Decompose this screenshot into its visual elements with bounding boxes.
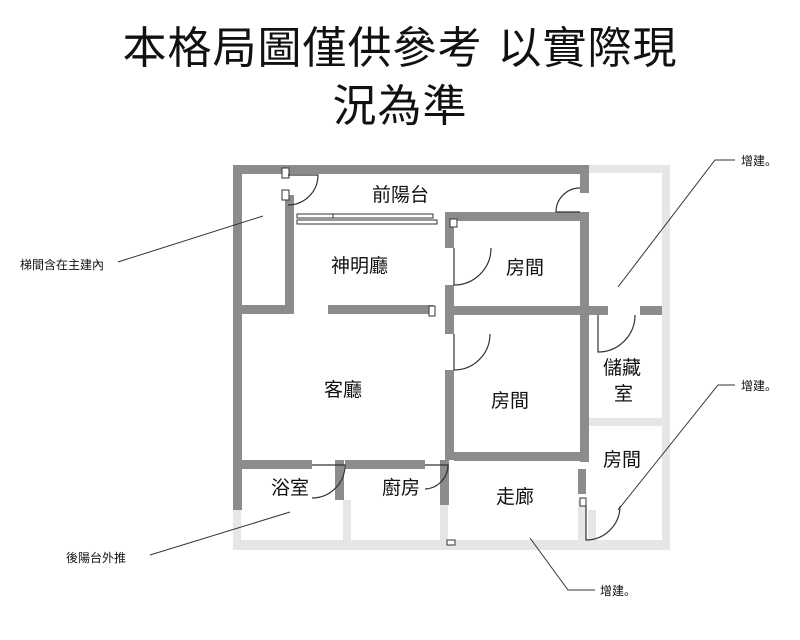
door-swing-bedroom-middle	[453, 333, 491, 371]
leader-rear-balcony	[149, 511, 291, 556]
annotation-extension-middle: 增建。	[741, 379, 777, 393]
leader-extension-top	[617, 159, 735, 288]
leader-lines	[117, 159, 735, 591]
annotation-extension-bottom: 增建。	[600, 584, 636, 598]
room-label-bedroom-middle: 房間	[491, 390, 529, 412]
room-label-kitchen: 廚房	[382, 476, 420, 499]
door-swing-storage	[597, 314, 636, 353]
door-swing-balcony-right	[555, 187, 581, 213]
door-swing-entry	[287, 174, 319, 206]
wall-posts	[281, 167, 587, 546]
room-label-living-room: 客廳	[324, 379, 362, 401]
sliding-door-tracks	[296, 213, 438, 225]
door-swing-bathroom	[311, 464, 346, 499]
door-swings	[287, 174, 636, 541]
room-label-bedroom-right: 房間	[603, 449, 641, 471]
leader-extension-middle	[617, 384, 735, 511]
room-label-storage-1: 儲藏	[603, 357, 641, 379]
room-label-shrine-hall: 神明廳	[331, 255, 388, 277]
room-label-bedroom-top: 房間	[506, 257, 544, 279]
annotation-extension-top: 增建。	[741, 154, 777, 168]
annotation-stairs: 梯間含在主建內	[20, 257, 104, 272]
main-walls	[233, 165, 662, 510]
door-swing-bedroom-top	[453, 247, 492, 286]
room-labels: 前陽台 神明廳 房間 客廳 房間 儲藏 室 房間 浴室 廚房 走廊	[271, 184, 641, 508]
annotation-labels: 梯間含在主建內 後陽台外推 增建。 增建。 增建。	[20, 154, 777, 598]
room-label-front-balcony: 前陽台	[372, 184, 429, 206]
room-label-corridor: 走廊	[496, 486, 534, 508]
annotation-rear-balcony: 後陽台外推	[66, 550, 126, 565]
door-swing-kitchen	[424, 464, 449, 490]
door-swing-corridor	[585, 505, 621, 541]
leader-stairs	[117, 215, 264, 263]
disclaimer-title-line-1: 本格局圖僅供參考 以實際現	[122, 23, 678, 74]
room-label-storage-2: 室	[614, 383, 633, 405]
disclaimer-title-line-2: 況為準	[332, 81, 468, 132]
room-label-bathroom: 浴室	[271, 477, 309, 499]
leader-extension-bottom	[529, 537, 595, 591]
